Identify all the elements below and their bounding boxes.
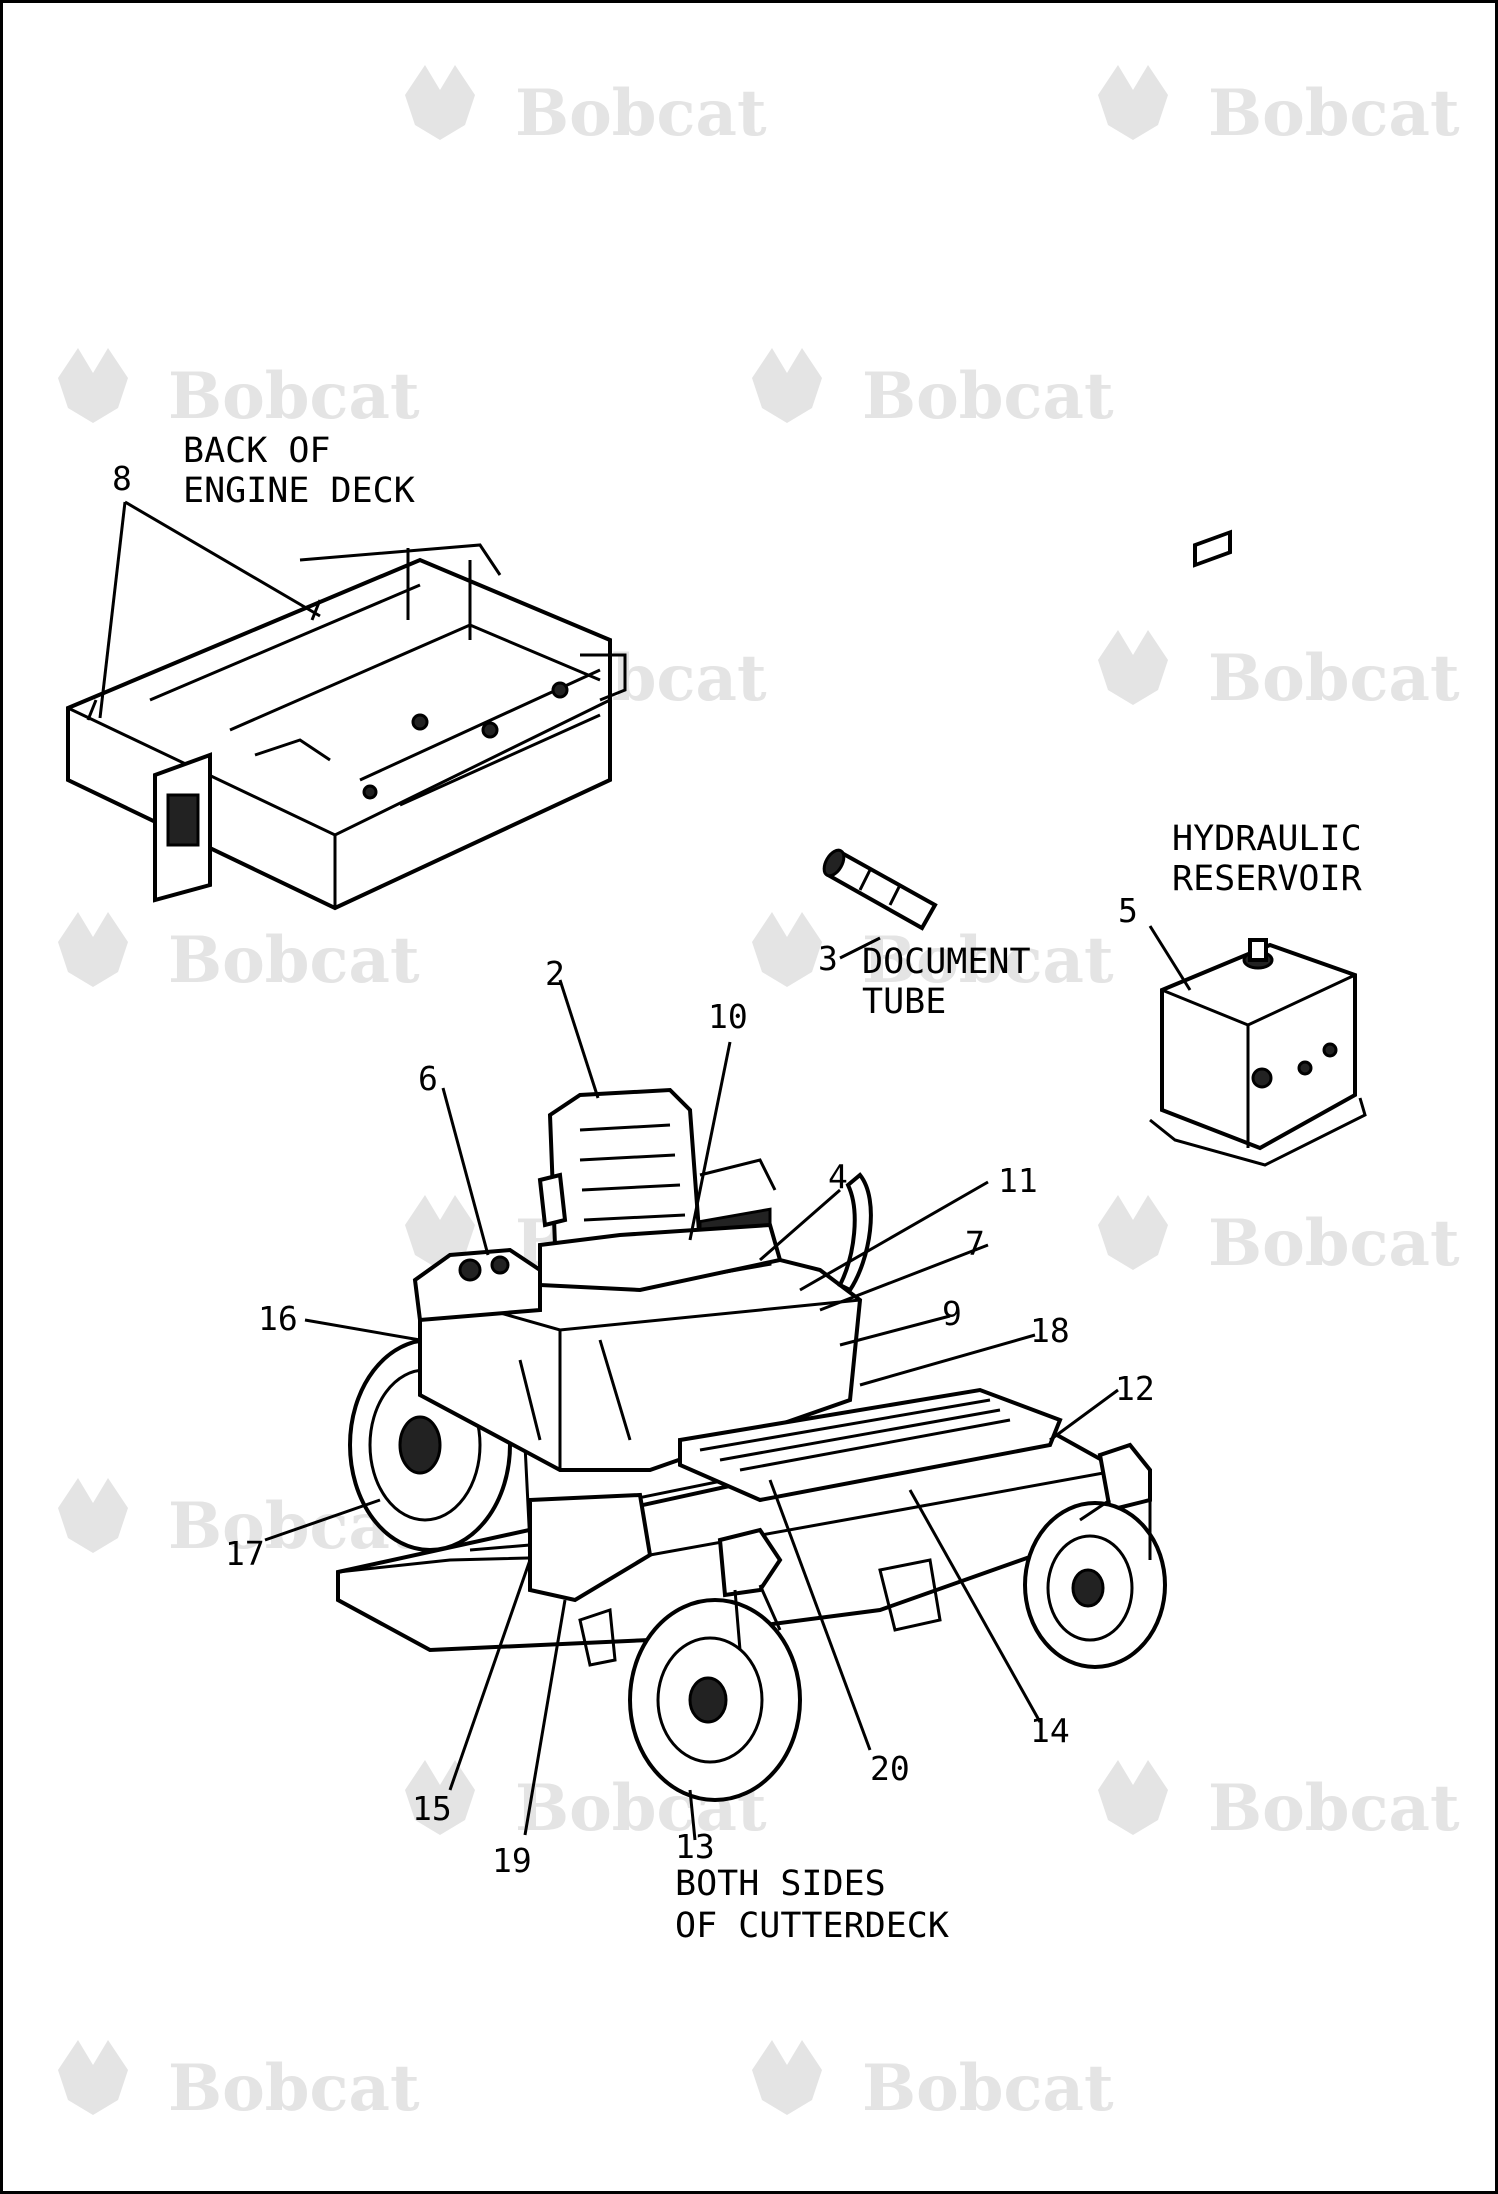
svg-text:Bobcat: Bobcat — [862, 923, 1114, 998]
callout-7: 7 — [965, 1224, 985, 1263]
engine-deck-label-line2: ENGINE DECK — [183, 471, 415, 511]
cutterdeck-label-line2: OF CUTTERDECK — [675, 1906, 949, 1946]
watermark: Bobcat — [58, 912, 420, 998]
callout-10: 10 — [708, 997, 748, 1036]
leader-lines — [98, 500, 1192, 1841]
callout-20: 20 — [870, 1749, 910, 1788]
annotation-labels: BACK OF ENGINE DECK DOCUMENT TUBE HYDRAU… — [183, 431, 1363, 1946]
cutterdeck-label-line1: BOTH SIDES — [675, 1864, 886, 1904]
document-tube-drawing — [822, 848, 938, 931]
svg-text:Bobcat: Bobcat — [1208, 1206, 1460, 1281]
callout-3: 3 — [818, 939, 838, 978]
callout-5: 5 — [1118, 891, 1138, 930]
svg-text:Bobcat: Bobcat — [1208, 76, 1460, 151]
svg-text:Bobcat: Bobcat — [862, 2051, 1114, 2126]
watermark: Bobcat — [1098, 1195, 1460, 1281]
callout-11: 11 — [998, 1161, 1038, 1200]
svg-text:Bobcat: Bobcat — [1208, 641, 1460, 716]
callout-17: 17 — [225, 1534, 265, 1573]
hydraulic-reservoir-drawing — [1149, 529, 1367, 1167]
callout-12: 12 — [1115, 1369, 1155, 1408]
svg-text:Bobcat: Bobcat — [168, 2051, 420, 2126]
watermark: Bobcat — [752, 912, 1114, 998]
watermark: Bobcat — [405, 65, 767, 151]
engine-deck-label-line1: BACK OF — [183, 431, 331, 471]
callout-8: 8 — [112, 459, 132, 498]
hydraulic-reservoir-label-line1: HYDRAULIC — [1172, 819, 1362, 859]
watermark: Bobcat — [1098, 1760, 1460, 1846]
watermark: Bobcat — [752, 348, 1114, 434]
svg-text:Bobcat: Bobcat — [168, 923, 420, 998]
watermark: Bobcat — [1098, 630, 1460, 716]
watermark: Bobcat — [58, 348, 420, 434]
callout-19: 19 — [492, 1841, 532, 1880]
callout-9: 9 — [942, 1294, 962, 1333]
document-tube-label-line2: TUBE — [862, 982, 946, 1022]
callout-15: 15 — [412, 1789, 452, 1828]
hydraulic-reservoir-label-line2: RESERVOIR — [1172, 859, 1363, 899]
svg-text:Bobcat: Bobcat — [862, 359, 1114, 434]
document-tube-label-line1: DOCUMENT — [862, 942, 1031, 982]
callout-14: 14 — [1030, 1711, 1070, 1750]
engine-deck-drawing — [66, 543, 627, 911]
callout-18: 18 — [1030, 1311, 1070, 1350]
callout-16: 16 — [258, 1299, 298, 1338]
svg-text:Bobcat: Bobcat — [168, 359, 420, 434]
svg-text:Bobcat: Bobcat — [1208, 1771, 1460, 1846]
watermark: Bobcat — [58, 2040, 420, 2126]
svg-text:Bobcat: Bobcat — [515, 76, 767, 151]
watermark: Bobcat — [1098, 65, 1460, 151]
mower-drawing — [336, 1087, 1167, 1802]
callout-numbers: 8 3 5 2 10 6 4 11 7 9 18 12 16 17 14 20 … — [112, 459, 1155, 1880]
callout-2: 2 — [545, 954, 565, 993]
watermark: Bobcat — [752, 2040, 1114, 2126]
watermark-layer: Bobcat Bobcat Bobcat Bobcat Bobcat Bobca… — [58, 65, 1460, 2126]
callout-4: 4 — [828, 1157, 848, 1196]
callout-6: 6 — [418, 1059, 438, 1098]
callout-13: 13 — [675, 1827, 715, 1866]
